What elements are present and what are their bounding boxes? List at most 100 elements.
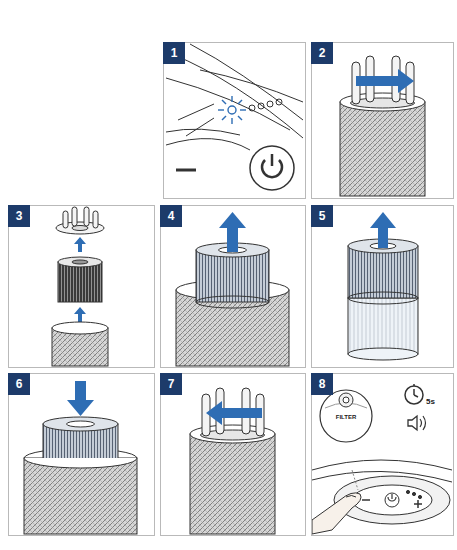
panel-8-art-part (418, 495, 421, 498)
panel-1-art-part (178, 104, 214, 120)
step-number: 3 (8, 205, 30, 227)
panel-1-art-part-part (218, 109, 224, 110)
panel-3-art-part (72, 207, 77, 226)
panel-1-art-part-part (238, 100, 242, 104)
step-panel: 3 (8, 205, 155, 368)
step-number: 1 (163, 42, 185, 64)
panel-3-art-part (63, 211, 68, 228)
panel-4-art (176, 212, 289, 366)
panel-8-art-part (406, 490, 409, 493)
panel-3-art-part (58, 257, 102, 267)
panel-6-art-part (24, 458, 137, 468)
panel-8-art-part (312, 493, 361, 534)
panel-8-art-part (339, 393, 353, 407)
panel-1-art-part (249, 105, 255, 111)
panel-5-art-part (348, 246, 418, 298)
panel-7-art (190, 388, 275, 534)
panel-8-art-part (420, 419, 422, 427)
duration-label: 5s (426, 398, 435, 406)
panel-7-art-part (206, 401, 262, 425)
panel-2-art-part (340, 102, 425, 196)
panel-8-art-part (385, 493, 399, 507)
panel-6-art-part (43, 417, 118, 431)
panel-3-art-part (93, 211, 98, 228)
panel-3-art (52, 207, 108, 366)
panel-8-art-part (362, 499, 370, 501)
panel-1-art-part (166, 129, 240, 135)
panel-3-art-part (84, 207, 89, 226)
step-number: 6 (8, 373, 30, 395)
panel-1-art-part (228, 106, 236, 114)
step-panel: 7 (160, 373, 306, 536)
panel-1-art-part (172, 54, 303, 138)
step-panel: 6 (8, 373, 155, 536)
panel-4-art-part (196, 250, 269, 302)
panel-8-art-part (417, 500, 419, 508)
step-number: 7 (160, 373, 182, 395)
panel-1-art-part (200, 70, 303, 102)
panel-1-art-part (276, 99, 282, 105)
panel-1-art-part (166, 78, 290, 130)
panel-6-art (24, 381, 137, 534)
panel-8-art-part (352, 470, 358, 490)
panel-8-art-part (414, 395, 418, 397)
panel-1-art-part-part (231, 118, 232, 124)
panel-6-art-part (67, 381, 94, 416)
panel-1-art-part (258, 103, 264, 109)
button-label: FILTER (336, 414, 357, 420)
panel-3-art-part (74, 307, 86, 322)
panel-6-art-part (67, 421, 95, 427)
panel-8-art-part (346, 496, 356, 498)
panel-1-art-part-part (222, 100, 226, 104)
panel-8-art-part (413, 384, 415, 386)
panel-8-art-part (405, 386, 423, 404)
step-number: 4 (160, 205, 182, 227)
panel-4-art-part (219, 212, 246, 252)
step-panel: 2 (311, 42, 454, 199)
step-number: 5 (311, 205, 333, 227)
panel-1-art-part (176, 169, 196, 172)
panel-3-art-part (52, 322, 108, 334)
panel-8-art-part (343, 397, 349, 403)
panel-5-art-part (370, 212, 396, 248)
panel-8-art-part (408, 416, 417, 430)
panel-3-art-part (74, 237, 86, 252)
panel-8-art-part (413, 389, 415, 395)
panel-1-art-part-part (238, 116, 242, 120)
panel-1-art-part (218, 96, 246, 124)
step-panel: 4 (160, 205, 306, 368)
panel-5-art (348, 212, 418, 360)
panel-6-art-part (24, 458, 137, 534)
step-number: 8 (311, 373, 333, 395)
panel-5-art-part (348, 298, 418, 354)
panel-1-art-part-part (240, 109, 246, 110)
panel-2-art-part (356, 69, 414, 93)
step-number: 2 (311, 42, 333, 64)
panel-6-art-part (24, 451, 137, 458)
panel-3-art-part (72, 260, 88, 264)
panel-1-art (166, 44, 303, 190)
panel-1-art-part (190, 44, 303, 120)
panel-5-art-part (348, 292, 418, 304)
panel-8-art-part (423, 416, 426, 430)
panel-8-art-part (412, 492, 415, 495)
panel-1-art-part (271, 154, 274, 166)
panel-2-art (340, 56, 425, 196)
step-panel: 5 (311, 205, 454, 368)
panel-8-art-part (352, 485, 432, 515)
panel-1-art-part (166, 139, 250, 150)
panel-8-art (312, 384, 452, 534)
step-panel: 1 (163, 42, 306, 199)
panel-8-art-part (391, 494, 392, 499)
panel-1-art-part (250, 146, 294, 190)
panel-4-art-part (196, 296, 269, 308)
panel-5-art-part (348, 348, 418, 360)
panel-1-art-part (267, 101, 273, 107)
panel-7-art-part (190, 434, 275, 534)
panel-8-art-part (312, 460, 452, 470)
panel-1-art-part (186, 118, 214, 136)
panel-1-art-part-part (231, 96, 232, 102)
panel-1-art-part-part (222, 116, 226, 120)
panel-8-art-part (320, 390, 372, 442)
